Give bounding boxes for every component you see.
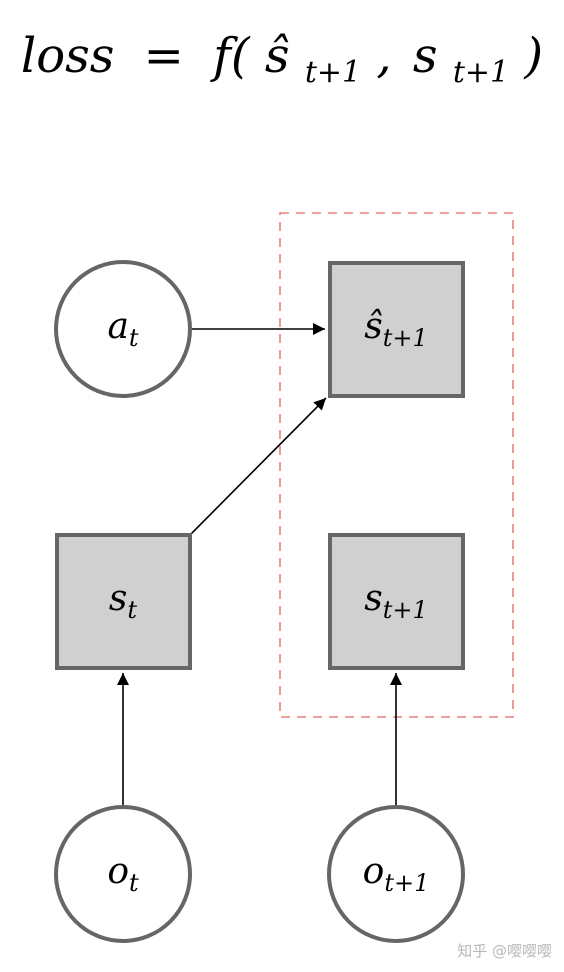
svg-text:st: st bbox=[109, 578, 137, 624]
eq-comma: , bbox=[376, 28, 391, 84]
node-s-t1-label: s bbox=[364, 578, 382, 619]
eq-lhs: loss bbox=[21, 28, 115, 84]
eq-arg1-base: ŝ bbox=[265, 28, 290, 84]
node-o-t-label: o bbox=[107, 851, 129, 892]
node-o-t-sub: t bbox=[129, 869, 139, 897]
node-o-t: ot bbox=[54, 805, 192, 943]
watermark: 知乎 @嘤嘤嘤 bbox=[457, 942, 552, 960]
eq-close: ) bbox=[523, 28, 543, 84]
node-s-t: st bbox=[55, 533, 192, 670]
node-s-t1-sub: t+1 bbox=[383, 596, 428, 624]
loss-equation: loss = f( ŝ t+1 , s t+1 ) bbox=[21, 28, 543, 94]
node-o-t1: ot+1 bbox=[327, 805, 465, 943]
node-s-hat-t1-sub: t+1 bbox=[383, 324, 428, 352]
eq-arg1-sub: t+1 bbox=[305, 55, 361, 90]
node-s-hat-t1-label: ŝ bbox=[364, 306, 382, 347]
node-a-t: at bbox=[54, 260, 192, 398]
edge-s-to-shat bbox=[190, 397, 327, 535]
svg-text:ot+1: ot+1 bbox=[363, 851, 430, 897]
node-a-t-sub: t bbox=[129, 324, 139, 352]
node-s-hat-t1: ŝt+1 bbox=[328, 261, 465, 398]
svg-text:at: at bbox=[107, 306, 138, 352]
node-s-t1: st+1 bbox=[328, 533, 465, 670]
node-s-t-sub: t bbox=[127, 596, 137, 624]
eq-equals: = bbox=[144, 28, 184, 84]
svg-text:ot: ot bbox=[107, 851, 139, 897]
eq-func: f( bbox=[210, 28, 251, 84]
node-a-t-label: a bbox=[107, 306, 128, 347]
eq-arg2-sub: t+1 bbox=[453, 55, 509, 90]
eq-arg2-base: s bbox=[413, 28, 438, 84]
node-o-t1-sub: t+1 bbox=[384, 869, 429, 897]
node-s-t-label: s bbox=[109, 578, 127, 619]
svg-text:ŝt+1: ŝt+1 bbox=[364, 306, 428, 352]
svg-text:st+1: st+1 bbox=[364, 578, 428, 624]
node-o-t1-label: o bbox=[363, 851, 385, 892]
